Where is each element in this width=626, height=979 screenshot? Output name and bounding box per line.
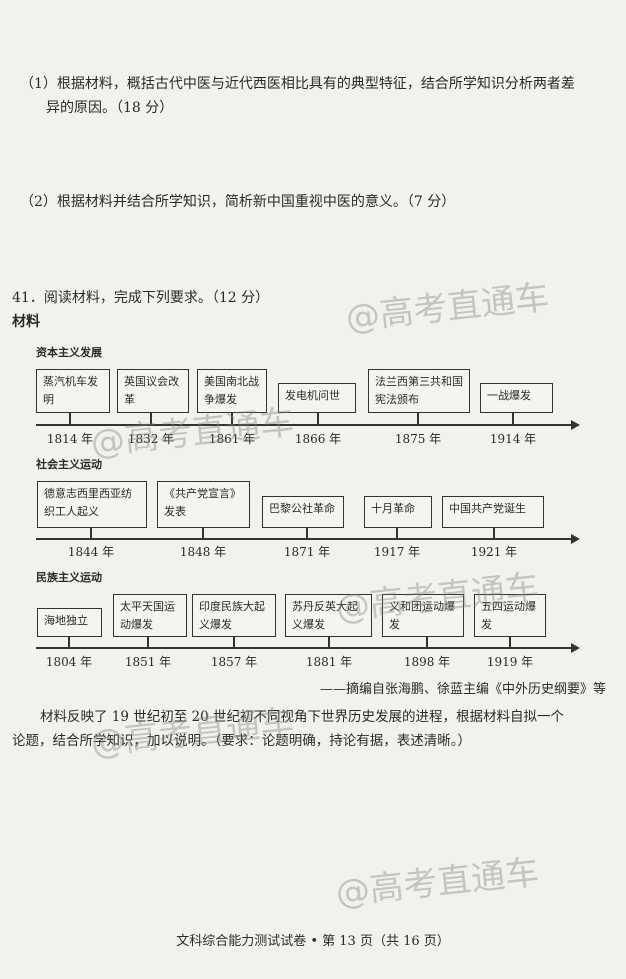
- event-box: 德意志西里西亚纺织工人起义: [37, 481, 147, 528]
- page-footer: 文科综合能力测试试卷 • 第 13 页（共 16 页）: [176, 934, 450, 949]
- year-label: 1844 年: [67, 545, 115, 559]
- question-1-continued: 异的原因。（18 分）: [46, 100, 174, 116]
- year-label: 1848 年: [179, 545, 227, 559]
- source-citation: ——摘编自张海鹏、徐蓝主编《中外历史纲要》等: [319, 682, 606, 697]
- timeline-title: 资本主义发展: [36, 346, 102, 359]
- year-label: 1804 年: [45, 655, 93, 669]
- timeline-axis: [36, 420, 580, 430]
- event-box: 海地独立: [37, 608, 102, 637]
- event-box: 太平天国运动爆发: [113, 594, 187, 637]
- event-box: 苏丹反英大起义爆发: [285, 594, 372, 637]
- timeline-title: 民族主义运动: [36, 571, 102, 584]
- event-box: 十月革命: [364, 496, 432, 528]
- year-label: 1917 年: [373, 545, 421, 559]
- year-label: 1861 年: [208, 432, 256, 446]
- year-label: 1919 年: [486, 655, 534, 669]
- year-label: 1921 年: [470, 545, 518, 559]
- material-label: 材料: [12, 314, 40, 330]
- question-1: （1）根据材料，概括古代中医与近代西医相比具有的典型特征，结合所学知识分析两者差: [20, 76, 575, 92]
- year-label: 1914 年: [489, 432, 537, 446]
- event-box: 法兰西第三共和国宪法颁布: [368, 369, 470, 413]
- year-label: 1851 年: [124, 655, 172, 669]
- timeline-title: 社会主义运动: [36, 458, 102, 471]
- event-box: 印度民族大起义爆发: [192, 594, 276, 637]
- year-label: 1857 年: [210, 655, 258, 669]
- event-box: 英国议会改革: [117, 369, 189, 413]
- year-label: 1832 年: [127, 432, 175, 446]
- year-label: 1814 年: [46, 432, 94, 446]
- event-box: 五四运动爆发: [474, 594, 546, 637]
- prompt-line-1: 材料反映了 19 世纪初至 20 世纪初不同视角下世界历史发展的进程，根据材料自…: [40, 709, 565, 725]
- prompt-line-2: 论题，结合所学知识，加以说明。（要求：论题明确，持论有据，表述清晰。）: [12, 733, 471, 749]
- year-label: 1898 年: [403, 655, 451, 669]
- question-2: （2）根据材料并结合所学知识，简析新中国重视中医的意义。（7 分）: [20, 194, 456, 210]
- event-box: 美国南北战争爆发: [197, 369, 267, 413]
- year-label: 1875 年: [394, 432, 442, 446]
- timeline-axis: [36, 534, 580, 544]
- event-box: 蒸汽机车发明: [36, 369, 110, 413]
- event-box: 巴黎公社革命: [262, 496, 344, 528]
- event-box: 《共产党宣言》发表: [157, 481, 250, 528]
- timeline-axis: [36, 643, 580, 653]
- year-label: 1871 年: [283, 545, 331, 559]
- year-label: 1881 年: [305, 655, 353, 669]
- question-41: 41．阅读材料，完成下列要求。（12 分）: [12, 290, 270, 306]
- event-box: 义和团运动爆发: [382, 594, 464, 637]
- event-box: 发电机问世: [278, 383, 356, 413]
- watermark: @高考直通车: [333, 852, 541, 914]
- year-label: 1866 年: [294, 432, 342, 446]
- watermark: @高考直通车: [343, 277, 551, 339]
- event-box: 中国共产党诞生: [442, 496, 544, 528]
- event-box: 一战爆发: [480, 383, 553, 413]
